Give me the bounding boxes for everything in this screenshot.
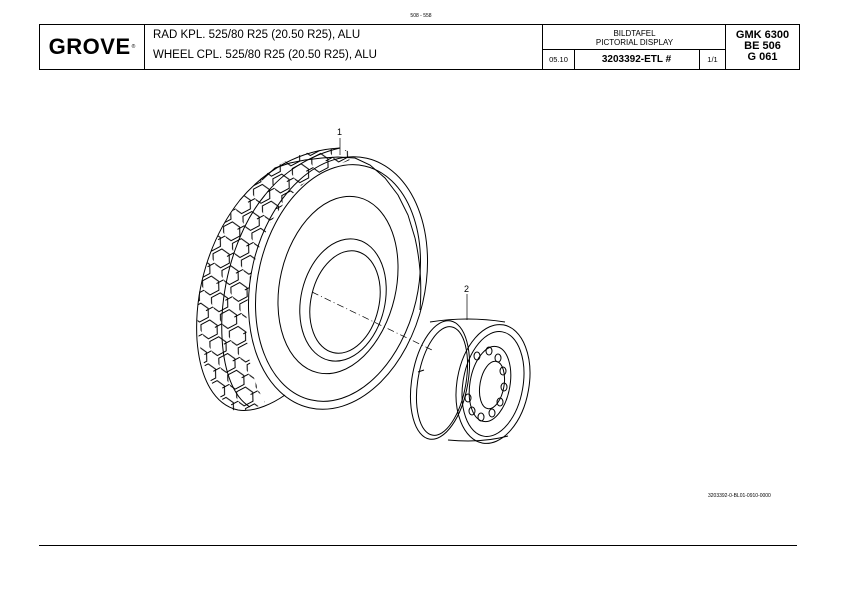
rim-bolt-holes <box>464 346 508 422</box>
rim-back-inner <box>461 331 525 437</box>
bottom-rule <box>39 545 797 546</box>
display-label: BILDTAFEL PICTORIAL DISPLAY <box>543 25 726 50</box>
title-german: RAD KPL. 525/80 R25 (20.50 R25), ALU <box>153 29 361 41</box>
model-line-2: BE 506 <box>744 40 781 52</box>
tire-bead-outer <box>299 238 387 362</box>
part-number: 3203392-ETL # <box>574 50 700 69</box>
top-code: 508 - 558 <box>410 13 432 19</box>
rim-back-flange <box>455 324 531 444</box>
logo-text: GROVE <box>48 34 131 59</box>
model-line-3: G 061 <box>747 51 778 63</box>
title-block: GROVE® RAD KPL. 525/80 R25 (20.50 R25), … <box>39 24 800 70</box>
title-english: WHEEL CPL. 525/80 R25 (20.50 R25), ALU <box>153 49 377 61</box>
callout-rim: 2 <box>464 284 470 294</box>
rim-disc <box>468 345 512 423</box>
model-line-1: GMK 6300 <box>735 29 790 41</box>
tire-tread-top <box>261 156 416 239</box>
display-label-german: BILDTAFEL <box>613 29 656 38</box>
logo: GROVE® <box>40 25 145 69</box>
rim-flange-inner <box>416 326 468 436</box>
display-label-english: PICTORIAL DISPLAY <box>595 38 674 47</box>
rim-outer-flange <box>410 320 470 440</box>
model-cell: GMK 6300 BE 506 G 061 <box>726 25 799 69</box>
tire <box>196 147 429 412</box>
centre-line <box>311 291 433 351</box>
tire-sidewall-ring <box>277 195 399 375</box>
rim-valve <box>417 369 425 373</box>
tire-bead-inner <box>309 250 381 354</box>
drawing-id: 3203392-0-BL01-0910-0000 <box>708 493 771 499</box>
issue-date: 05.10 <box>543 50 575 69</box>
sheet-number: 1/1 <box>707 55 718 64</box>
title-cell: RAD KPL. 525/80 R25 (20.50 R25), ALU WHE… <box>145 25 543 69</box>
display-cell: BILDTAFEL PICTORIAL DISPLAY 05.10 320339… <box>543 25 726 69</box>
logo-registered-mark: ® <box>131 44 136 50</box>
rim-barrel-top <box>429 318 506 323</box>
rim <box>410 318 531 444</box>
tire-sidewall-inner <box>255 164 421 402</box>
callout-tire: 1 <box>337 127 343 137</box>
tire-tread-right <box>414 237 422 311</box>
